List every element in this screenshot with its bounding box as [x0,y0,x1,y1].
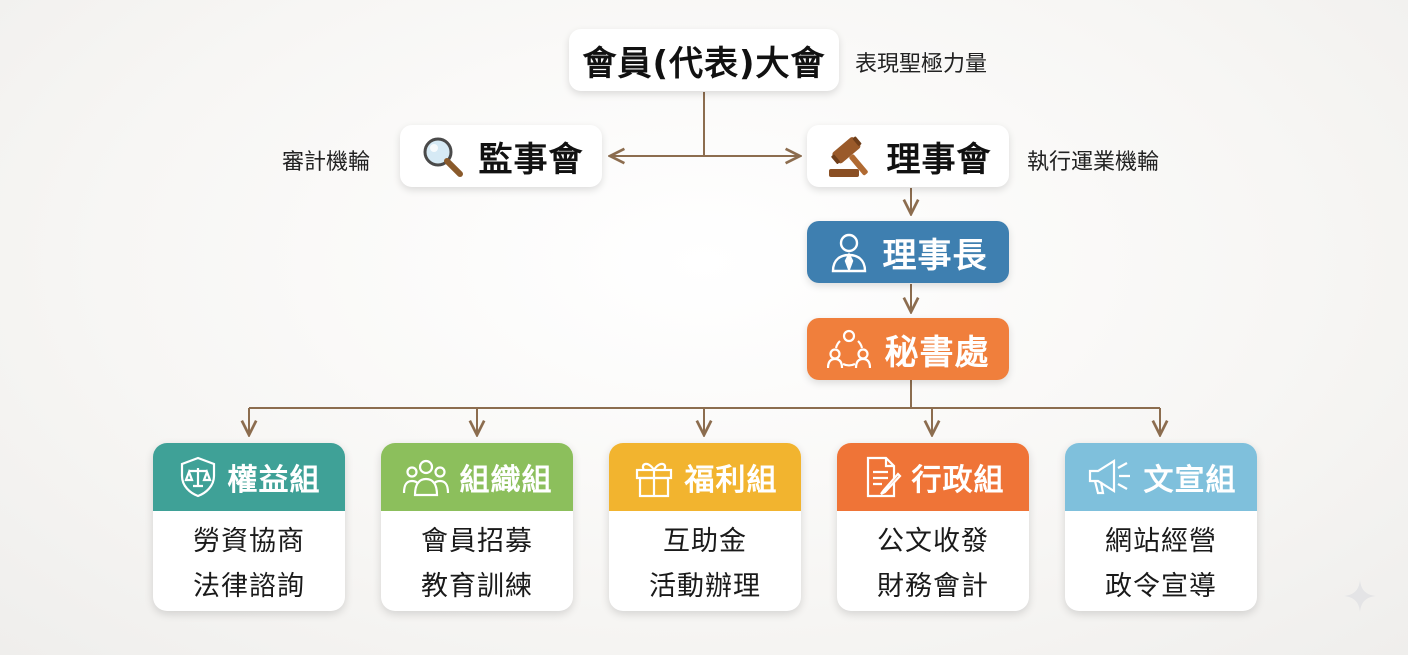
group-body-publicity: 網站經營 政令宣導 [1065,511,1257,611]
group-card-rights: 權益組 勞資協商 法律諮詢 [153,443,345,611]
secretariat-node: 秘書處 [807,318,1009,380]
chairman-node: 理事長 [807,221,1009,283]
gavel-icon [825,133,875,179]
shield-scale-icon [178,456,218,498]
group-item: 法律諮詢 [193,571,305,602]
gift-icon [633,456,675,498]
group-body-rights: 勞資協商 法律諮詢 [153,511,345,611]
group-header-publicity: 文宣組 [1065,443,1257,511]
megaphone-icon [1086,457,1134,497]
document-icon [862,456,902,498]
group-item: 教育訓練 [421,571,533,602]
group-title-rights: 權益組 [227,463,321,498]
group-item: 會員招募 [421,526,533,557]
group-header-administration: 行政組 [837,443,1029,511]
group-header-organization: 組織組 [381,443,573,511]
group-card-welfare: 福利組 互助金 活動辦理 [609,443,801,611]
group-item: 互助金 [663,526,747,557]
group-item: 公文收發 [877,526,989,557]
general-assembly-note: 表現聖極力量 [855,52,988,77]
team-icon [826,328,871,370]
directors-node: 理事會 [807,125,1009,187]
group-card-publicity: 文宣組 網站經營 政令宣導 [1065,443,1257,611]
directors-title: 理事會 [886,139,992,180]
sparkle-icon [1342,578,1378,618]
supervisors-title: 監事會 [478,139,584,180]
general-assembly-node: 會員(代表)大會 [569,29,839,91]
person-icon [829,231,869,273]
group-body-organization: 會員招募 教育訓練 [381,511,573,611]
group-body-administration: 公文收發 財務會計 [837,511,1029,611]
group-title-welfare: 福利組 [684,463,778,498]
group-item: 政令宣導 [1105,571,1217,602]
group-item: 財務會計 [877,571,989,602]
group-title-publicity: 文宣組 [1143,463,1237,498]
general-assembly-title: 會員(代表)大會 [582,43,826,84]
magnifier-icon [419,133,465,179]
group-header-rights: 權益組 [153,443,345,511]
group-item: 活動辦理 [649,571,761,602]
secretariat-title: 秘書處 [884,332,990,373]
chairman-title: 理事長 [882,235,988,276]
supervisors-node: 監事會 [400,125,602,187]
people-icon [402,457,450,497]
group-title-organization: 組織組 [459,463,553,498]
directors-note: 執行運業機輪 [1027,150,1160,175]
group-title-administration: 行政組 [911,463,1005,498]
group-item: 網站經營 [1105,526,1217,557]
group-item: 勞資協商 [193,526,305,557]
group-card-administration: 行政組 公文收發 財務會計 [837,443,1029,611]
group-header-welfare: 福利組 [609,443,801,511]
group-body-welfare: 互助金 活動辦理 [609,511,801,611]
group-card-organization: 組織組 會員招募 教育訓練 [381,443,573,611]
supervisors-note: 審計機輪 [282,150,371,175]
